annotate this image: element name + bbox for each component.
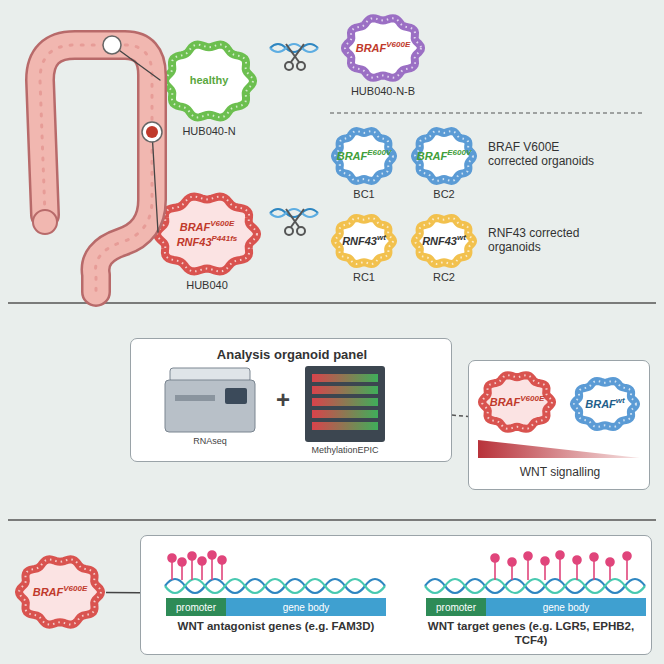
gene-name: BRAF <box>180 220 211 232</box>
box-text: WNT signalling <box>469 465 651 479</box>
text-label: BRAF V600E corrected organoids <box>488 140 608 169</box>
mutation-label: wt <box>616 396 625 405</box>
organoid-text: RNF43wt <box>410 212 478 270</box>
gene-name: BRAF <box>337 150 368 162</box>
organoid: BRAFwt <box>569 375 641 433</box>
sequencer-icon <box>165 368 255 432</box>
organoid-text: BRAFE600V <box>410 125 478 187</box>
gene-name: BRAF <box>33 586 64 598</box>
organoid-text: BRAFE600V <box>330 125 398 187</box>
text-label: RNF43 corrected organoids <box>488 226 608 255</box>
gene-body-block: gene body <box>486 598 646 616</box>
organoid-caption: RC2 <box>380 271 508 283</box>
gene-name: BRAF <box>585 398 616 410</box>
gene-name: RNF43 <box>342 235 377 247</box>
dashed-separator <box>330 112 645 113</box>
organoid: BRAFV600EHUB040-N-B <box>340 12 426 84</box>
mutation-label: wt <box>377 233 386 242</box>
gene-name: RNF43 <box>177 236 212 248</box>
mutation-label: V600E <box>63 584 87 593</box>
mutation-label: wt <box>457 233 466 242</box>
organoid-text: healthy <box>160 38 258 124</box>
crispr-icon <box>270 209 318 235</box>
organoid: RNF43wtRC1 <box>330 212 398 270</box>
panel-divider <box>8 303 656 520</box>
methylation-lollipop <box>168 551 631 580</box>
promoter-block: promoter <box>166 598 226 616</box>
block-text: gene body <box>543 602 590 613</box>
block-text: promoter <box>176 602 216 613</box>
organoid-caption: BC2 <box>380 188 508 200</box>
text-line: RNF43P441fs <box>177 234 238 249</box>
gene-name: healthy <box>190 74 229 86</box>
organoid-text: BRAFV600E <box>477 369 557 435</box>
organoid: healthyHUB040-N <box>160 38 258 124</box>
organoid: BRAFV600E <box>14 553 106 631</box>
block-text: promoter <box>436 602 476 613</box>
organoid-caption: RC1 <box>300 271 428 283</box>
text-line: BRAFwt <box>585 396 624 411</box>
text-label: MethylationEPIC <box>300 445 390 456</box>
text-label: + <box>266 386 300 415</box>
organoid-text: RNF43wt <box>330 212 398 270</box>
organoid-text: BRAFV600E <box>340 12 426 84</box>
box-text: Analysis organoid panel <box>131 347 453 363</box>
methylation-array-icon <box>305 366 385 442</box>
text-line: RNF43wt <box>342 233 386 248</box>
connector <box>452 415 468 416</box>
gene-body-block: gene body <box>226 598 386 616</box>
gradient-triangle <box>478 440 640 458</box>
mutation-label: V600E <box>386 40 410 49</box>
gene-name: RNF43 <box>422 235 457 247</box>
organoid: RNF43wtRC2 <box>410 212 478 270</box>
organoid: BRAFV600ERNF43P441fsHUB040 <box>152 190 262 278</box>
text-line: BRAFV600E <box>33 584 88 599</box>
text-line: BRAFE600V <box>417 148 472 163</box>
connector <box>106 592 140 594</box>
organoid-caption: BC1 <box>300 188 428 200</box>
mutation-label: V600E <box>520 394 544 403</box>
panel-box: WNT antagonist genes (e.g. FAM3D) WNT tar… <box>140 535 652 655</box>
organoid: BRAFE600VBC1 <box>330 125 398 187</box>
colon-illustration <box>33 36 162 292</box>
crispr-icon <box>270 44 318 70</box>
organoid-text: BRAFV600ERNF43P441fs <box>152 190 262 278</box>
dna-helix <box>165 579 645 593</box>
organoid-text: BRAFwt <box>569 375 641 433</box>
organoid-text: BRAFV600E <box>14 553 106 631</box>
box-text: WNT antagonist genes (e.g. FAM3D) <box>151 620 401 634</box>
text-line: BRAFV600E <box>180 219 235 234</box>
text-line: BRAFV600E <box>490 394 545 409</box>
organoid-caption: HUB040 <box>122 279 292 291</box>
gene-name: BRAF <box>490 396 521 408</box>
panel-box: Analysis organoid panel <box>130 338 452 462</box>
text-line: BRAFV600E <box>356 40 411 55</box>
organoid: BRAFV600E <box>477 369 557 435</box>
gene-name: BRAF <box>356 42 387 54</box>
organoid-outline <box>152 190 262 278</box>
organoid-caption: HUB040-N-B <box>310 85 456 97</box>
box-text: WNT target genes (e.g. LGR5, EPHB2, TCF4… <box>411 620 651 648</box>
text-line: RNF43wt <box>422 233 466 248</box>
organoid: BRAFE600VBC2 <box>410 125 478 187</box>
block-text: gene body <box>283 602 330 613</box>
text-label: RNAseq <box>165 436 255 447</box>
organoid-caption: HUB040-N <box>130 125 288 137</box>
promoter-block: promoter <box>426 598 486 616</box>
gene-name: BRAF <box>417 150 448 162</box>
text-line: healthy <box>190 74 229 88</box>
panel-box: WNT signallingBRAFV600EBRAFwt <box>468 360 650 490</box>
mutation-label: E600V <box>447 148 471 157</box>
mutation-label: V600E <box>210 219 234 228</box>
mutation-label: E600V <box>367 148 391 157</box>
text-line: BRAFE600V <box>337 148 392 163</box>
mutation-label: P441fs <box>212 234 238 243</box>
